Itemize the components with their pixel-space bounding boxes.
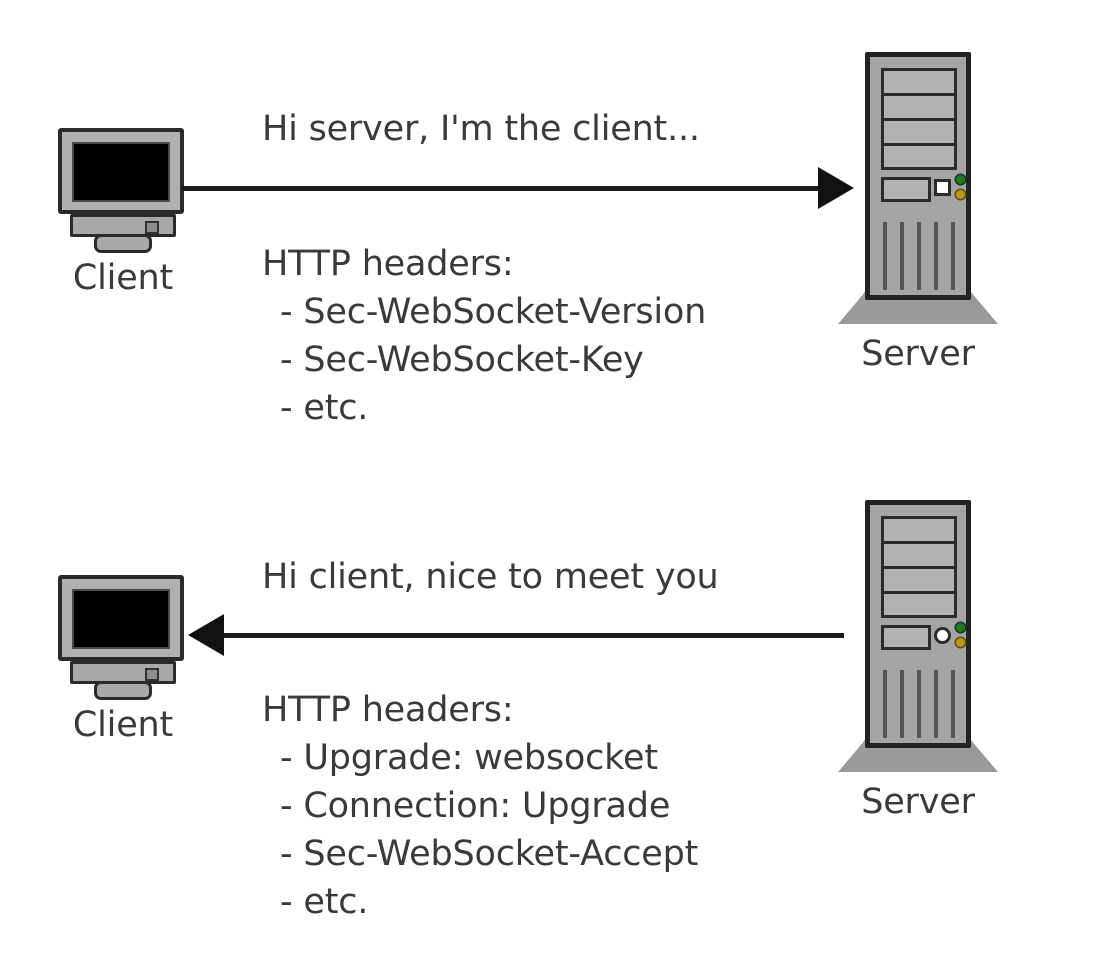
- server-vent-slot: [883, 222, 887, 290]
- server-label-bottom: Server: [861, 782, 975, 822]
- client-label-top: Client: [72, 258, 174, 298]
- server-tower-icon-top: [838, 52, 998, 324]
- server-chassis: [865, 52, 971, 300]
- server-drive-bays: [881, 516, 957, 618]
- server-activity-led: [956, 190, 965, 199]
- server-activity-led: [956, 638, 965, 647]
- server-power-button[interactable]: [934, 179, 951, 196]
- server-optical-bay: [881, 177, 931, 202]
- http-header-item: - Connection: Upgrade: [280, 786, 671, 826]
- monitor-base: [94, 234, 152, 253]
- server-power-led: [956, 175, 965, 184]
- monitor-neck-notch: [145, 668, 159, 681]
- http-header-item: - etc.: [280, 388, 369, 428]
- http-headers-title: HTTP headers:: [262, 690, 514, 730]
- client-label-bottom: Client: [72, 705, 174, 745]
- server-vent-slot: [917, 222, 921, 290]
- connector-line: [182, 186, 820, 191]
- http-header-item: - Sec-WebSocket-Key: [280, 340, 644, 380]
- server-vent-slot: [883, 670, 887, 738]
- http-header-item: - Sec-WebSocket-Accept: [280, 834, 699, 874]
- server-vent-slot: [951, 670, 955, 738]
- message-label-client-to-server: Hi server, I'm the client...: [262, 109, 700, 149]
- server-vent-slot: [934, 670, 938, 738]
- connector-line: [224, 633, 844, 638]
- server-bay-divider: [884, 118, 954, 121]
- server-label-top: Server: [861, 334, 975, 374]
- server-vent-slot: [951, 222, 955, 290]
- client-monitor-icon-bottom: [58, 575, 188, 700]
- monitor-neck-notch: [145, 221, 159, 234]
- monitor-screen: [72, 589, 170, 649]
- server-vent-slot: [934, 222, 938, 290]
- monitor-bezel: [58, 575, 184, 661]
- server-vents: [883, 670, 955, 738]
- server-bay-divider: [884, 93, 954, 96]
- server-power-led: [956, 623, 965, 632]
- server-bay-divider: [884, 591, 954, 594]
- server-power-button[interactable]: [934, 627, 951, 644]
- server-vents: [883, 222, 955, 290]
- server-vent-slot: [900, 670, 904, 738]
- http-header-item: - etc.: [280, 882, 369, 922]
- server-chassis: [865, 500, 971, 748]
- server-vent-slot: [917, 670, 921, 738]
- client-monitor-icon-top: [58, 128, 188, 253]
- arrow-left-icon: [188, 614, 224, 656]
- http-headers-block-request: HTTP headers: - Sec-WebSocket-Version - …: [262, 240, 706, 432]
- server-bay-divider: [884, 566, 954, 569]
- server-bay-divider: [884, 143, 954, 146]
- server-bay-divider: [884, 541, 954, 544]
- monitor-bezel: [58, 128, 184, 214]
- http-header-item: - Upgrade: websocket: [280, 738, 658, 778]
- http-headers-title: HTTP headers:: [262, 244, 514, 284]
- http-headers-block-response: HTTP headers: - Upgrade: websocket - Con…: [262, 686, 698, 926]
- http-header-item: - Sec-WebSocket-Version: [280, 292, 707, 332]
- monitor-base: [94, 681, 152, 700]
- arrow-right-icon: [818, 167, 854, 209]
- server-vent-slot: [900, 222, 904, 290]
- message-label-server-to-client: Hi client, nice to meet you: [262, 557, 719, 597]
- server-tower-icon-bottom: [838, 500, 998, 772]
- server-optical-bay: [881, 625, 931, 650]
- server-drive-bays: [881, 68, 957, 170]
- monitor-screen: [72, 142, 170, 202]
